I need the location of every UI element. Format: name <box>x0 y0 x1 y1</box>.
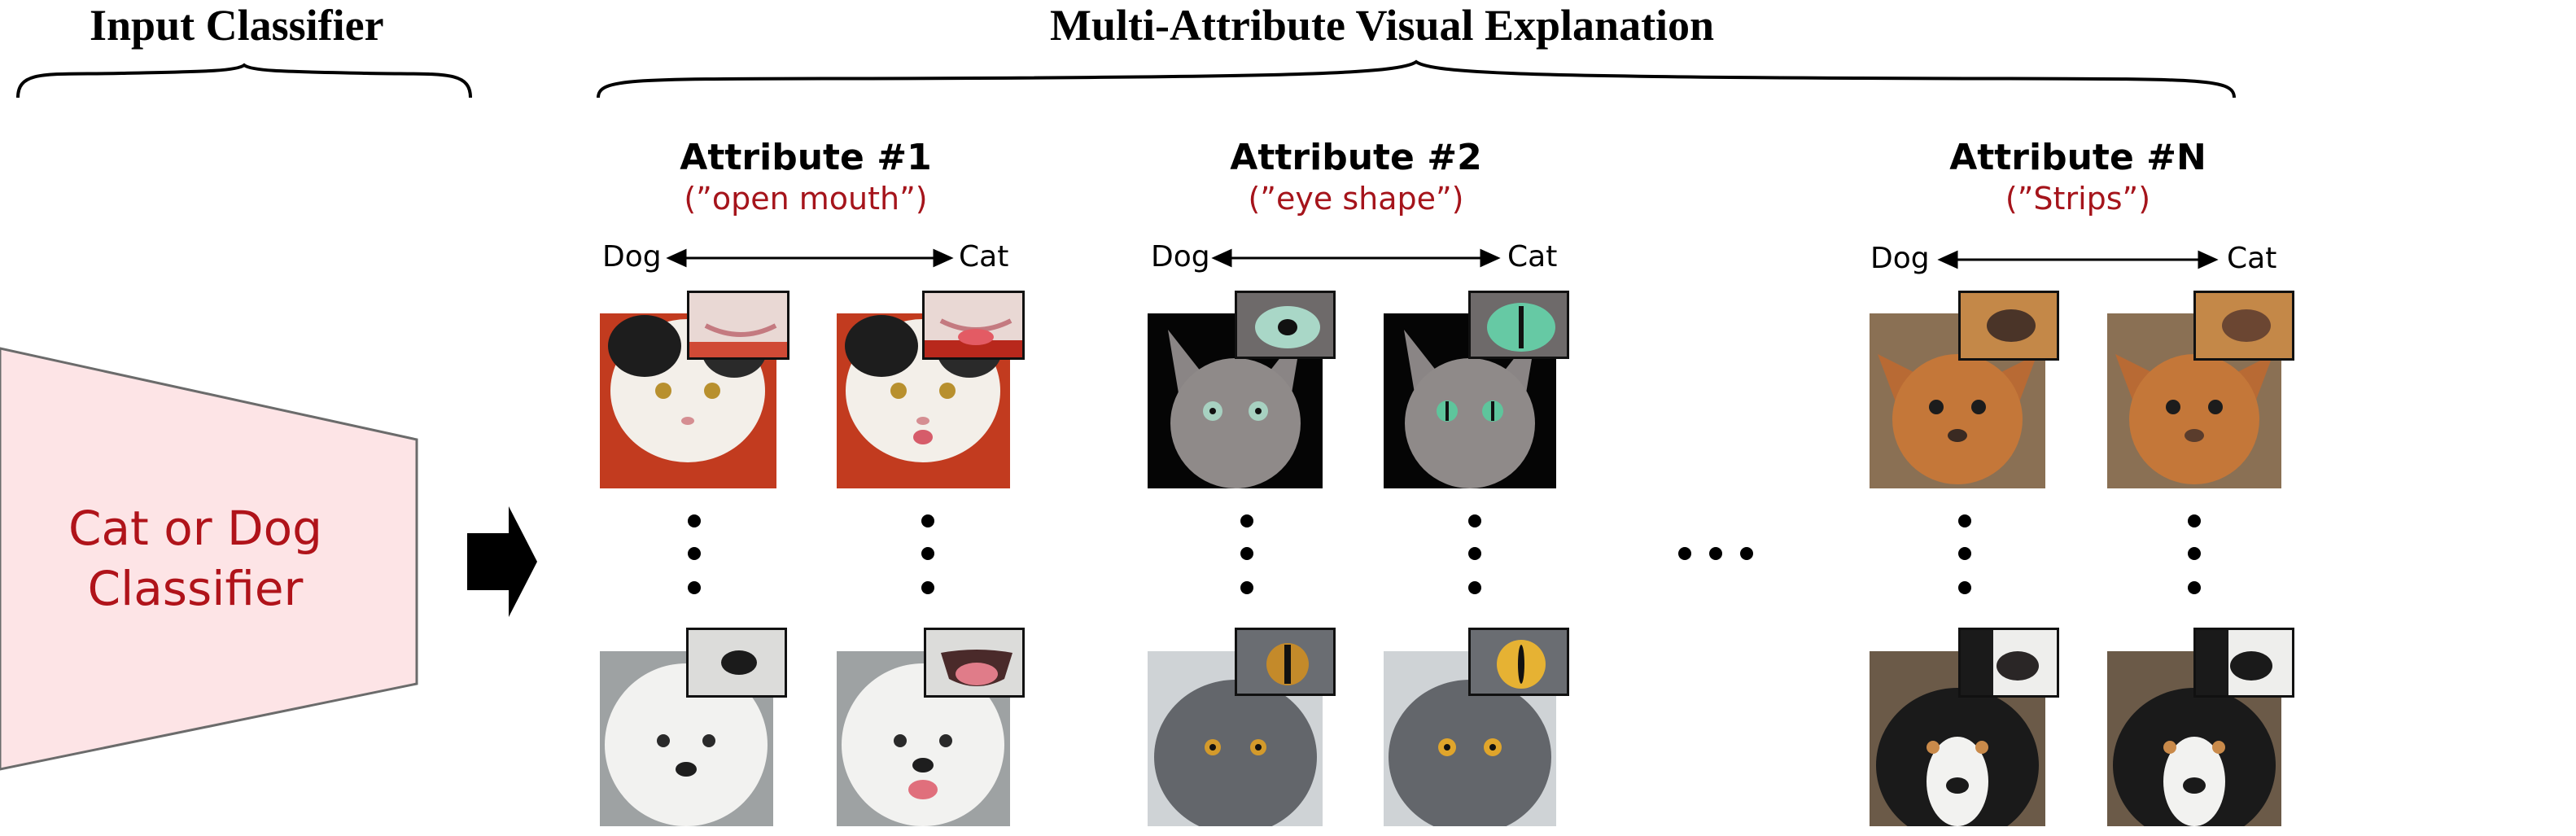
inset-eye-original-dog-attr2 <box>1235 628 1336 696</box>
tricolor-dog-image-original-attrn <box>1870 651 2045 826</box>
inset-mouth-transformed-attr1 <box>922 291 1025 360</box>
inset-nose-transformed-attrn <box>2193 291 2294 361</box>
inset-eye-transformed-dog-attr2 <box>1468 628 1569 696</box>
attribute-1-title: Attribute #1 <box>680 137 932 178</box>
classifier-shape <box>0 347 418 771</box>
attribute-1-cat-label: Cat <box>959 240 1009 274</box>
attribute-n-cat-label: Cat <box>2227 242 2277 275</box>
classifier-label-line1: Cat or Dog <box>68 501 322 556</box>
horizontal-ellipsis-icon <box>1678 547 1753 560</box>
inset-nose-original-attr1 <box>686 628 787 698</box>
inset-nose-transformed-dog-attrn <box>2193 628 2294 698</box>
attribute-n-dog-label: Dog <box>1870 242 1930 275</box>
dog-cat-arrow-2 <box>1211 248 1501 268</box>
input-classifier-title: Input Classifier <box>90 1 384 50</box>
attribute-2-dog-label: Dog <box>1151 240 1210 274</box>
attribute-n-title: Attribute #N <box>1949 137 2206 178</box>
attribute-1-dog-label: Dog <box>602 240 662 274</box>
inset-mouth-original-attr1 <box>687 291 789 360</box>
classifier-label: Cat or Dog Classifier <box>33 498 358 619</box>
multi-attribute-title: Multi-Attribute Visual Explanation <box>1050 1 1715 50</box>
inset-nose-original-attrn <box>1958 291 2059 361</box>
right-block-arrow-icon <box>467 506 537 617</box>
explanation-brace <box>597 59 2236 98</box>
classifier-label-line2: Classifier <box>87 561 304 616</box>
vertical-ellipsis-icon <box>688 514 2201 594</box>
inset-nose-original-dog-attrn <box>1958 628 2059 698</box>
dog-cat-arrow-3 <box>1937 250 2219 269</box>
attribute-2-subtitle: (”eye shape”) <box>1248 181 1464 217</box>
attribute-1-subtitle: (”open mouth”) <box>684 181 928 217</box>
attribute-2-cat-label: Cat <box>1507 240 1558 274</box>
inset-eye-transformed-attr2 <box>1468 291 1569 359</box>
input-classifier-brace <box>16 63 472 98</box>
inset-eye-original-attr2 <box>1235 291 1336 359</box>
inset-mouth-transformed-dog-attr1 <box>924 628 1025 698</box>
dog-cat-arrow-1 <box>666 248 954 268</box>
attribute-n-subtitle: (”Strips”) <box>2005 181 2151 217</box>
attribute-2-title: Attribute #2 <box>1230 137 1482 178</box>
